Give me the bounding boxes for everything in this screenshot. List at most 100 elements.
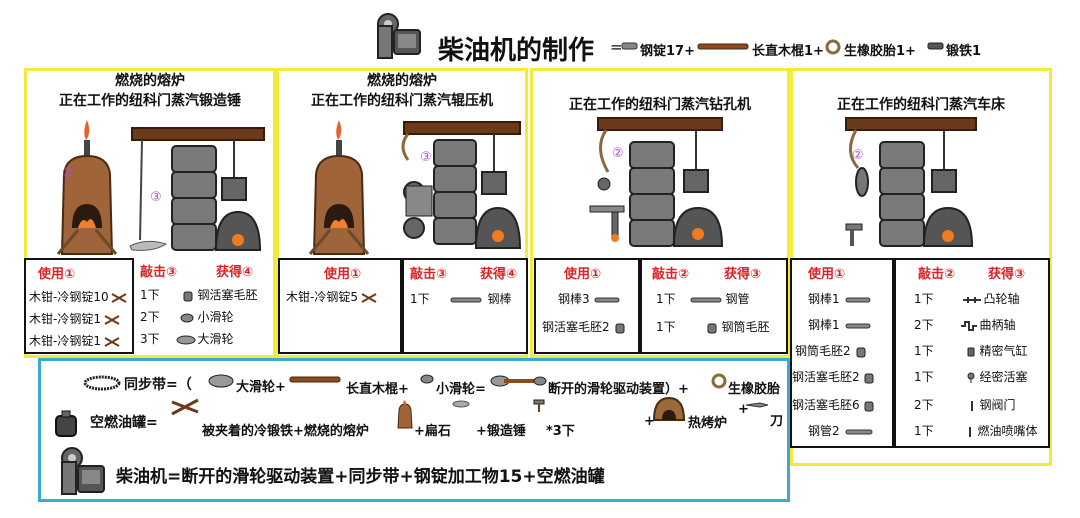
panel1-furnace-number: ② — [62, 166, 74, 181]
diesel-engine-icon — [61, 447, 105, 495]
panel3-title-2: 正在工作的纽科门蒸汽钻孔机 — [569, 97, 751, 113]
panel2-use-box: 使用① 木钳-冷钢锭5 — [278, 258, 402, 354]
rubber-tire-icon — [711, 373, 727, 389]
tank-plus-1: + — [644, 414, 655, 429]
panel1-result-row: 1下 钢活塞毛胚 — [140, 288, 258, 302]
hot-oven-icon — [652, 396, 686, 421]
panel3-result-row: 1下 钢管 — [656, 292, 750, 306]
panel1-title-1: 燃烧的熔炉 — [115, 73, 185, 89]
forge-hammer-icon — [533, 399, 545, 412]
fuel-tank-icon — [55, 410, 77, 437]
panel3-get-label: 获得③ — [724, 267, 762, 282]
panel2-result-row: 1下 钢棒 — [410, 292, 512, 306]
stick-icon — [697, 43, 749, 50]
panel1-use-row: 木钳-冷钢锭10 — [29, 288, 127, 305]
tank-ingredient-knife: 刀 — [770, 414, 784, 429]
large-pulley-icon — [176, 335, 196, 344]
panel4-machine-number: ② — [852, 148, 864, 163]
camshaft-icon — [963, 296, 982, 303]
panel4-result-row: 1下 燃油喷嘴体 — [914, 424, 1038, 438]
steel-rod-icon — [450, 297, 482, 302]
forging-hammer-panel — [24, 68, 276, 358]
tongs-icon — [111, 292, 127, 303]
panel4-use-box: 使用① 钢棒1 钢棒1 钢筒毛胚2 钢活塞毛胚2 钢活塞毛胚6 钢管2 — [790, 258, 894, 448]
steam-forging-hammer-icon — [129, 127, 265, 251]
panel4-use-row: 钢管2 — [808, 422, 873, 439]
panel3-use-box: 使用① 钢棒3 钢活塞毛胚2 — [534, 258, 640, 354]
panel4-use-row: 钢活塞毛胚6 — [792, 396, 874, 413]
panel2-title-1: 燃烧的熔炉 — [367, 73, 437, 89]
panel1-use-row: 木钳-冷钢锭1 — [29, 310, 120, 327]
belt-ingredient-tire: 生橡胶胎 — [728, 382, 781, 397]
tank-ingredient-stone: +扁石 — [414, 424, 451, 439]
panel1-result-row: 3下 大滑轮 — [140, 332, 234, 346]
panel3-result-row: 1下 钢筒毛胚 — [656, 320, 770, 334]
knife-icon — [745, 402, 769, 408]
panel3-use-row: 钢活塞毛胚2 — [542, 318, 625, 335]
wrought-iron-icon — [927, 42, 944, 50]
panel3-use-label: 使用① — [564, 267, 602, 282]
belt-result-drive: 断开的滑轮驱动装置）+ — [548, 382, 689, 397]
rubber-tire-icon — [825, 39, 841, 55]
flat-stone-icon — [452, 400, 470, 408]
steel-pipe-icon — [845, 429, 873, 434]
belt-ingredient-large-pulley: 大滑轮+ — [236, 380, 286, 395]
precision-piston-icon — [967, 372, 975, 383]
panel4-result-box: 敲击② 获得③ 1下 凸轮轴 2下 曲柄轴 1下 精密气缸 1下 经密活塞 2下… — [894, 258, 1050, 448]
panel4-title-2: 正在工作的纽科门蒸汽车床 — [837, 97, 1005, 113]
panel1-use-box: 使用① 木钳-冷钢锭10 木钳-冷钢锭1 木钳-冷钢锭1 — [24, 258, 134, 354]
panel1-title-2: 正在工作的纽科门蒸汽锻造锤 — [59, 93, 241, 109]
tongs-icon — [104, 314, 120, 325]
panel4-result-row: 1下 精密气缸 — [914, 344, 1028, 358]
panel4-use-row: 钢活塞毛胚2 — [792, 368, 874, 385]
panel2-machine-number: ③ — [420, 150, 432, 165]
panel2-hit-label: 敲击③ — [410, 267, 448, 282]
steel-pipe-icon — [690, 297, 722, 302]
panel2-result-box: 敲击③ 获得④ 1下 钢棒 — [402, 258, 528, 354]
small-pulley-icon — [420, 374, 434, 384]
tongs-iron-icon — [171, 398, 199, 416]
panel4-result-row: 1下 凸轮轴 — [914, 292, 1020, 306]
steel-ingot-icon — [621, 42, 638, 50]
panel2-use-label: 使用① — [324, 267, 362, 282]
header-ingredient-tire: 生橡胶胎1+ — [844, 44, 916, 59]
panel1-use-label: 使用① — [38, 267, 76, 282]
piston-blank-icon — [615, 323, 625, 333]
tank-ingredient-hammer: +锻造锤 — [476, 424, 526, 439]
steam-drilling-machine-icon — [589, 117, 724, 247]
large-pulley-icon — [208, 374, 234, 388]
small-furnace-icon — [397, 400, 413, 429]
panel4-use-row: 钢棒1 — [808, 316, 871, 333]
belt-ingredient-stick: 长直木棍+ — [346, 382, 409, 397]
panel4-result-row: 2下 钢阀门 — [914, 398, 1016, 412]
panel4-get-label: 获得③ — [988, 267, 1026, 282]
small-pulley-icon — [180, 313, 194, 322]
panel1-get-label: 获得④ — [216, 265, 254, 280]
belt-recipe-label: 同步带=（ — [124, 377, 192, 393]
timing-belt-icon — [83, 375, 121, 391]
panel4-use-row: 钢筒毛胚2 — [795, 342, 866, 359]
diesel-engine-icon — [377, 13, 421, 59]
cylinder-blank-icon — [856, 347, 866, 357]
header-ingredient-stick: 长直木棍1+ — [752, 44, 824, 59]
belt-ingredient-small-pulley: 小滑轮= — [436, 382, 486, 397]
steel-rod-icon — [845, 297, 871, 302]
panel1-use-row: 木钳-冷钢锭1 — [29, 332, 120, 349]
rolling-mill-panel — [276, 68, 528, 358]
panel1-hammer-number: ③ — [150, 190, 162, 205]
drilling-machine-panel — [530, 68, 790, 358]
panel4-result-row: 1下 经密活塞 — [914, 370, 1028, 384]
panel1-hit-label: 敲击③ — [140, 265, 178, 280]
steel-rod-icon — [845, 323, 871, 328]
tongs-icon — [104, 336, 120, 347]
steam-lathe-icon — [845, 117, 977, 247]
diesel-recipe: 柴油机=断开的滑轮驱动装置+同步带+钢锭加工物15+空燃油罐 — [116, 467, 605, 487]
crankshaft-icon — [961, 320, 978, 331]
steam-rolling-mill-icon — [401, 121, 522, 249]
panel4-use-row: 钢棒1 — [808, 290, 871, 307]
panel4-result-row: 2下 曲柄轴 — [914, 318, 1016, 332]
header-ingredient-ingot: 钢锭17+ — [640, 44, 695, 59]
panel1-result-box: 敲击③ 获得④ 1下 钢活塞毛胚 2下 小滑轮 3下 大滑轮 — [134, 258, 274, 354]
burning-furnace-icon — [308, 120, 370, 255]
page-title: 柴油机的制作 — [438, 36, 595, 66]
